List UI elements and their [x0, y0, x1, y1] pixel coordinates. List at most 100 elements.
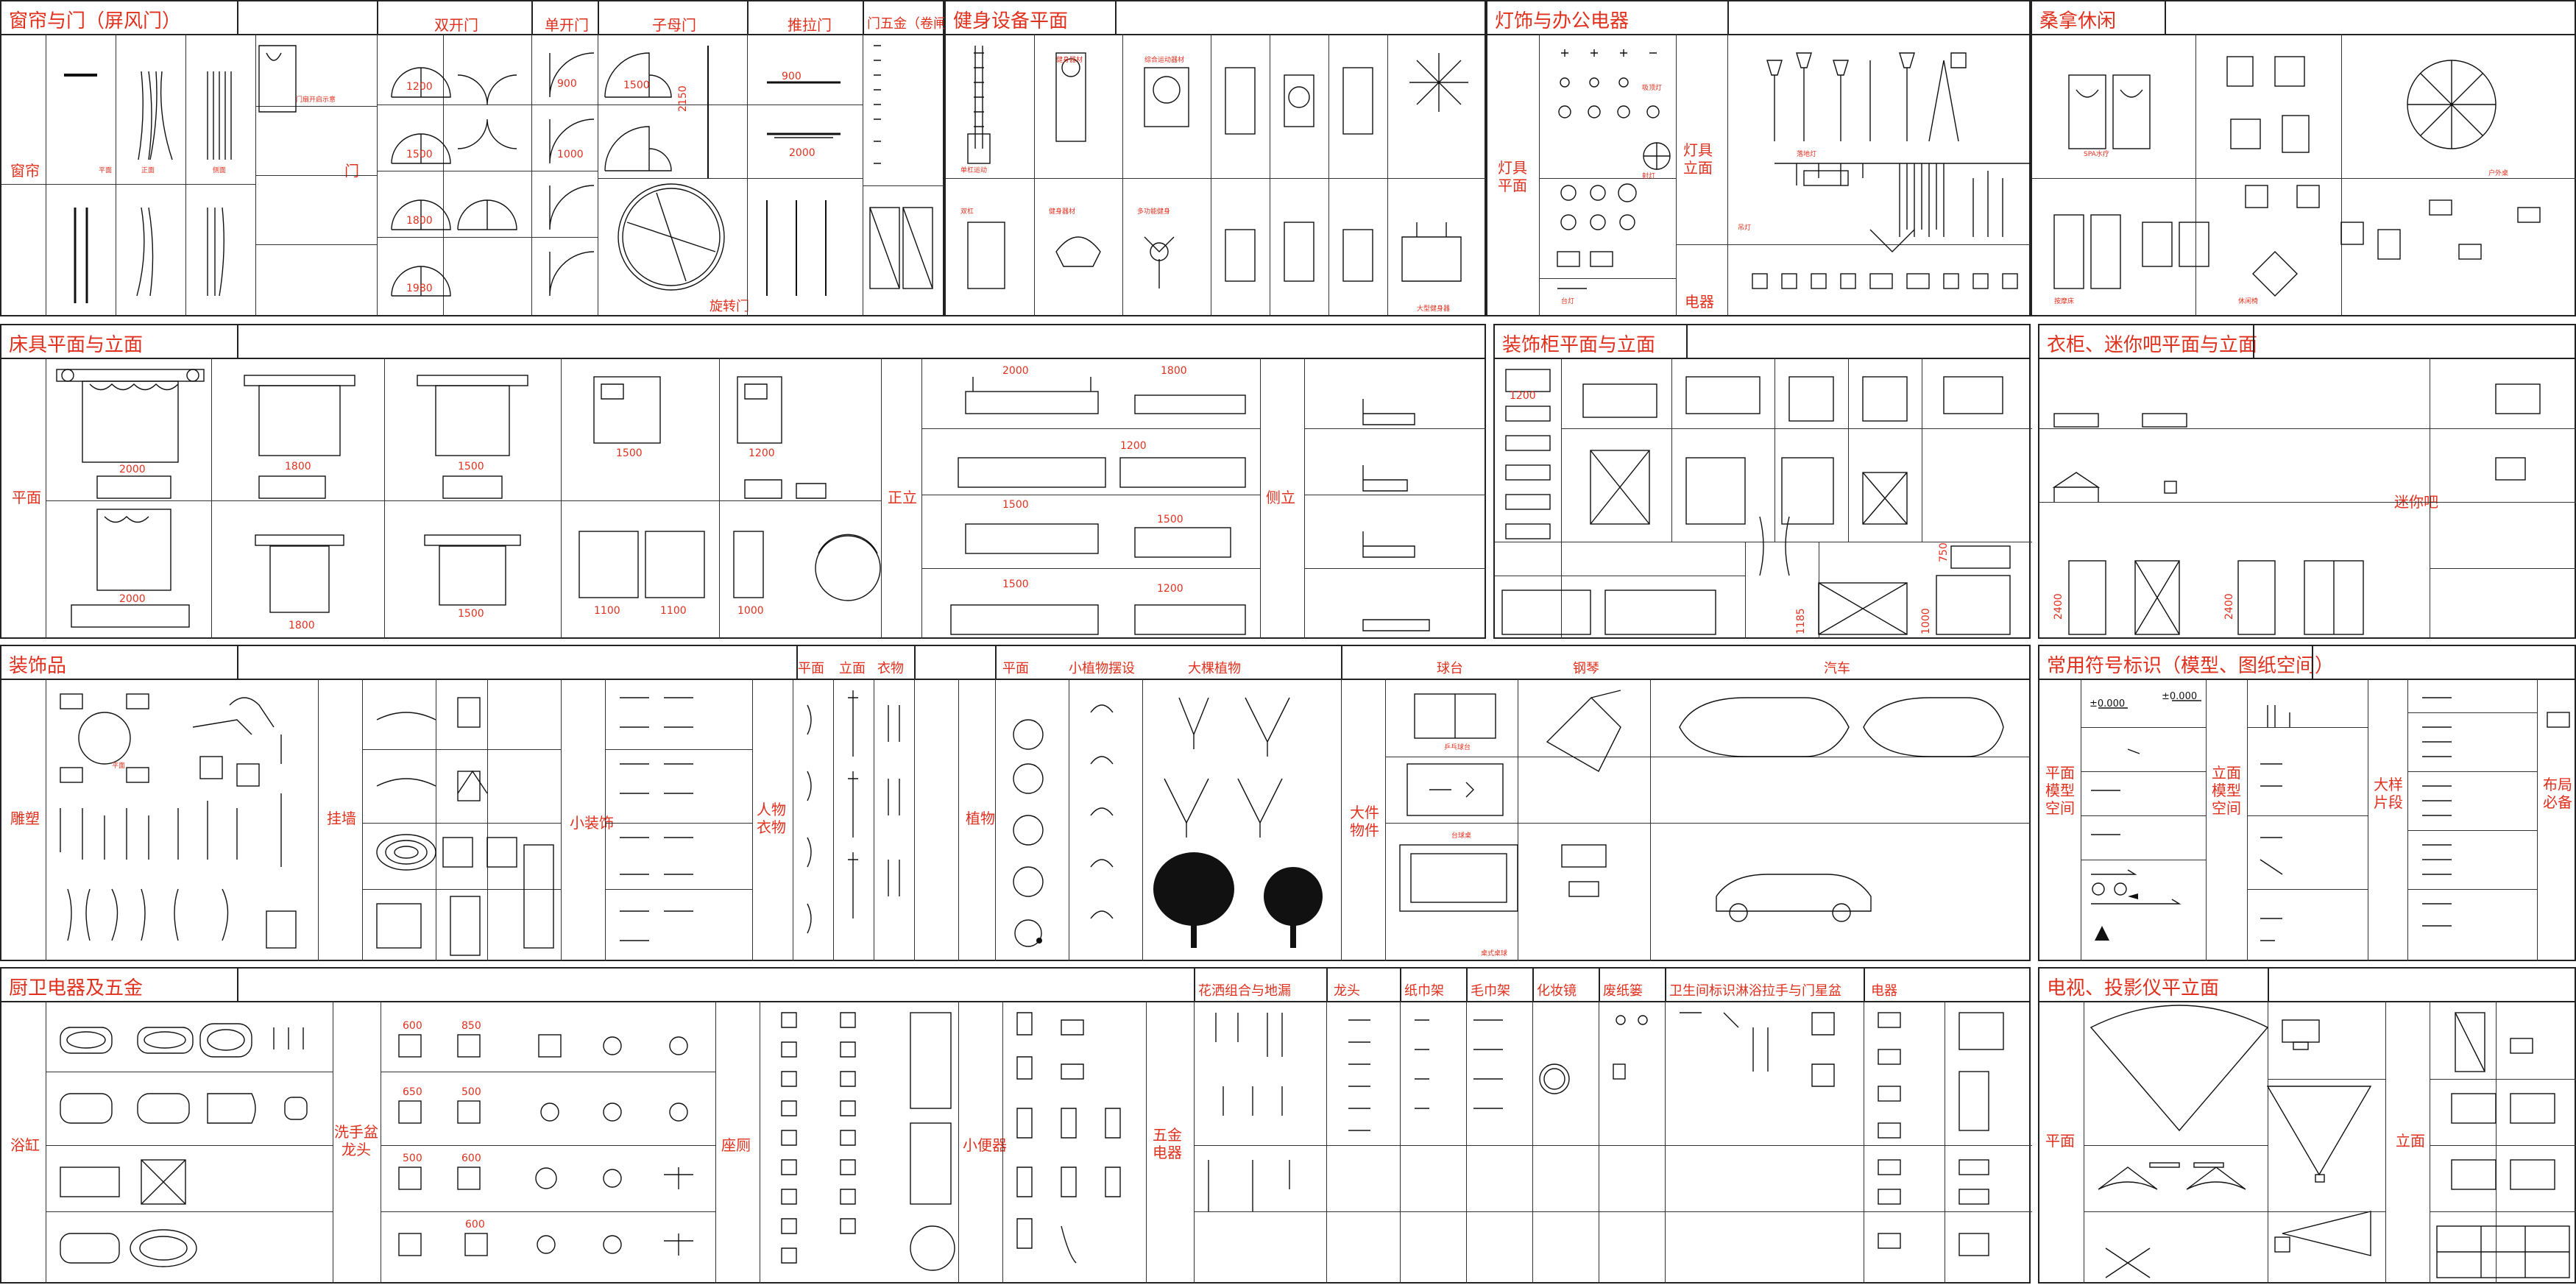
panel-header: 健身设备平面: [946, 1, 1485, 35]
dim-bed-1800: 1800: [285, 461, 311, 472]
sub-single-door: 单开门: [545, 16, 589, 34]
svg-text:吊灯: 吊灯: [1738, 224, 1751, 232]
dim-front-1500b: 1500: [1157, 514, 1183, 525]
tv-drawings: [2090, 1005, 2570, 1278]
panel-header: 床具平面与立面: [1, 325, 1485, 359]
panel-header: 灯饰与办公电器: [1487, 1, 2029, 35]
label-urinal: 小便器: [963, 1136, 1007, 1154]
svg-text:多功能健身: 多功能健身: [1137, 207, 1170, 216]
svg-text:健身器材: 健身器材: [1056, 55, 1083, 64]
svg-text:按摩床: 按摩床: [2054, 297, 2074, 305]
svg-text:单杠运动: 单杠运动: [960, 166, 987, 174]
dim-front-1200b: 1200: [1157, 583, 1183, 595]
wardrobe-drawings: 2400 2400: [2052, 383, 2541, 635]
cabinet-drawings: 1200 750 1185 1000: [1501, 369, 2011, 635]
label-hardware-elec: 五金电器: [1153, 1126, 1182, 1161]
svg-text:台灯: 台灯: [1561, 297, 1574, 305]
label-curtain: 窗帘: [10, 162, 40, 180]
dim-bed-1100: 1100: [594, 605, 620, 617]
panel-header: 窗帘与门（屏风门）: [1, 1, 943, 35]
dim-bed-2000: 2000: [119, 464, 146, 475]
lighting-drawings: 吸顶灯 射灯 台灯 落地灯 吊灯: [1557, 49, 2032, 305]
sub-mirror: 化妆镜: [1537, 983, 1577, 999]
panel-title: 床具平面与立面: [9, 334, 144, 356]
sub-faucet: 龙头: [1334, 983, 1360, 999]
label-bed-side: 侧立: [1266, 489, 1295, 506]
panel-header: 衣柜、迷你吧平面与立面: [2039, 325, 2575, 359]
label-layout: 布局必备: [2543, 776, 2572, 811]
sub-bin: 废纸篓: [1603, 983, 1643, 999]
label-tv-plan: 平面: [2045, 1132, 2075, 1150]
svg-text:SPA水疗: SPA水疗: [2084, 149, 2109, 158]
label-bed-plan: 平面: [12, 489, 41, 506]
label-bed-front: 正立: [888, 489, 917, 506]
panel-wardrobe: 衣柜、迷你吧平面与立面 迷你吧 2400 2400: [2038, 324, 2576, 639]
label-plant: 植物: [966, 810, 995, 827]
dim-900: 900: [557, 78, 577, 90]
label-detail: 大样片段: [2374, 776, 2403, 811]
panel-title: 电视、投影仪平立面: [2047, 977, 2220, 999]
label-toilet: 座厕: [721, 1136, 751, 1154]
sub-revolving-door: 旋转门: [710, 299, 749, 314]
svg-text:综合运动器材: 综合运动器材: [1144, 55, 1184, 64]
sub-mother-door: 子母门: [652, 16, 696, 34]
label-people: 人物衣物: [757, 801, 786, 836]
dim-1980: 1980: [406, 283, 433, 294]
sub-clothes: 衣物: [877, 661, 904, 676]
dim-cab-1200: 1200: [1510, 390, 1536, 402]
dim-cab-750: 750: [1938, 542, 1950, 562]
svg-text:桌式桌球: 桌式桌球: [1481, 949, 1507, 957]
panel-header: 桑拿休闲: [2032, 1, 2575, 35]
dim-basin-600: 600: [403, 1020, 422, 1032]
sub-towel-bar: 毛巾架: [1471, 983, 1510, 999]
dim-basin-850: 850: [461, 1020, 481, 1032]
label-electrical: 电器: [1685, 293, 1714, 311]
dim-bed-2000b: 2000: [119, 593, 146, 605]
svg-text:平面: 平面: [99, 166, 112, 174]
panel-tv: 电视、投影仪平立面 平面 立面: [2038, 967, 2576, 1284]
panel-bed: 床具平面与立面 平面 正立 侧立: [0, 324, 1486, 639]
dim-2000: 2000: [789, 147, 815, 159]
panel-header: 厨卫电器及五金: [1, 969, 2029, 1002]
panel-kitchen-bath: 厨卫电器及五金 花洒组合与地漏 龙头 纸巾架 毛巾架 化妆镜 废纸篓 卫生间标识…: [0, 967, 2032, 1284]
sauna-drawings: SPA水疗 按摩床 休闲椅 户外桌: [2053, 56, 2541, 305]
svg-text:双杠: 双杠: [960, 207, 974, 216]
elevation-mark-a: ±0.000: [2090, 698, 2125, 709]
dim-bed-1500c: 1500: [458, 608, 484, 620]
sub-people-elev: 立面: [839, 661, 866, 676]
panel-title: 厨卫电器及五金: [9, 977, 144, 999]
svg-text:正面: 正面: [141, 166, 155, 174]
fitness-drawings: 单杠运动 健身器材 综合运动器材 双杠 健身器材 多功能健身 大型健身器: [960, 46, 1468, 313]
dim-bed-1000: 1000: [737, 605, 764, 617]
label-plan-model: 平面模型空间: [2045, 764, 2075, 817]
sub-billiard: 球台: [1437, 661, 1463, 676]
sub-shower: 花洒组合与地漏: [1198, 983, 1291, 999]
dim-front-1800: 1800: [1161, 365, 1187, 377]
dim-1000: 1000: [557, 149, 584, 160]
panel-cabinet: 装饰柜平面与立面: [1493, 324, 2032, 639]
elevation-mark-b: ±0.000: [2162, 691, 2197, 702]
sub-car: 汽车: [1824, 661, 1850, 676]
label-big-items: 大件物件: [1350, 804, 1379, 839]
dim-basin-600c: 600: [465, 1219, 485, 1231]
panel-sauna: 桑拿休闲 SPA水疗 按摩床: [2031, 0, 2576, 316]
label-tv-elev: 立面: [2396, 1132, 2425, 1150]
dim-front-1500: 1500: [1002, 499, 1029, 511]
panel-header: 装饰柜平面与立面: [1495, 325, 2029, 359]
svg-text:吸顶灯: 吸顶灯: [1642, 84, 1662, 92]
panel-title: 灯饰与办公电器: [1495, 10, 1630, 32]
dim-cab-1185: 1185: [1795, 608, 1807, 634]
panel-header: 装饰品: [1, 646, 2029, 680]
panel-curtain-door: 窗帘与门（屏风门） 双开门 单开门 子母门 推拉门 门五金（卷闸门） 窗帘 门 …: [0, 0, 973, 316]
dim-1500b: 1500: [623, 79, 650, 91]
dim-basin-500: 500: [461, 1086, 481, 1098]
dim-cab-1000: 1000: [1920, 608, 1932, 634]
sub-small-plant: 小植物摆设: [1069, 661, 1135, 676]
dim-basin-500b: 500: [403, 1153, 422, 1164]
bed-drawings: 2000 1800 1500 1500 1200 2000 1800 1500 …: [56, 365, 1430, 635]
svg-text:落地灯: 落地灯: [1797, 149, 1816, 158]
dim-1800: 1800: [406, 215, 433, 227]
svg-text:户外桌: 户外桌: [2488, 169, 2508, 177]
dim-900b: 900: [782, 71, 802, 82]
